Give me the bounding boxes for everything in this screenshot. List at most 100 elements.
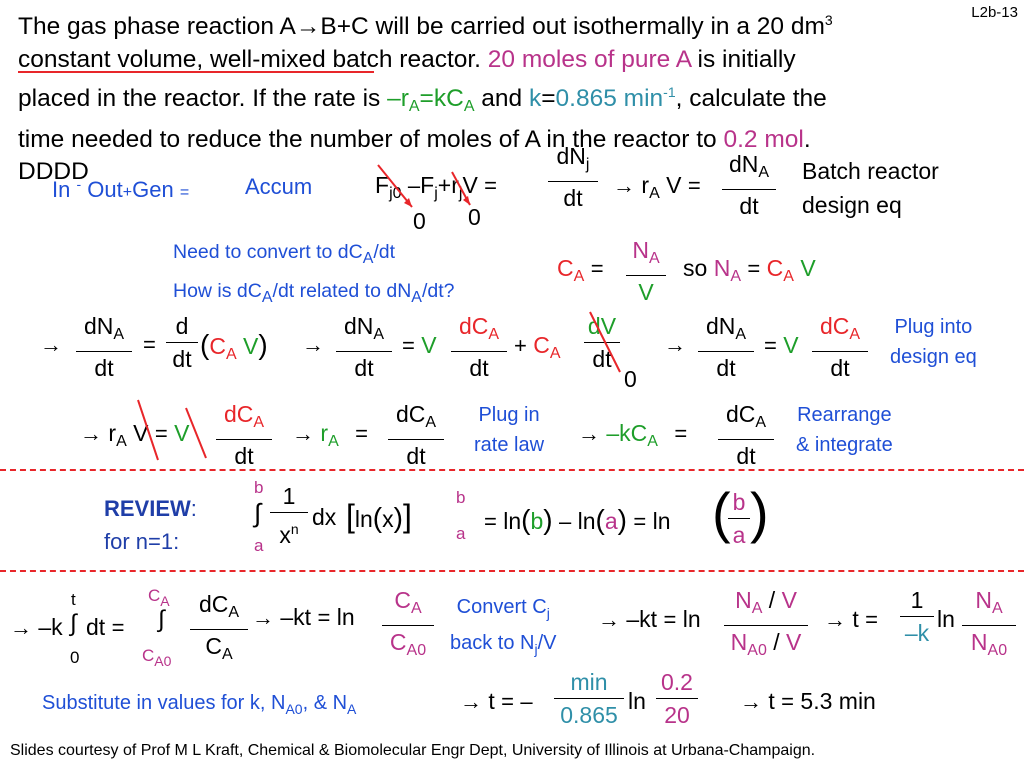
problem-text: batch reactor. — [325, 45, 488, 73]
answer: 5.3 min — [800, 688, 876, 714]
arrow: → — [10, 615, 32, 640]
eval-lower: a — [456, 524, 466, 543]
slide-number: L2b-13 — [971, 4, 1018, 21]
ln: ln — [628, 688, 646, 714]
subscript: A0 — [285, 701, 303, 717]
ln: ln — [937, 606, 955, 632]
num: dC — [819, 313, 850, 339]
rate: r — [641, 172, 650, 198]
equals: = — [747, 256, 761, 281]
note-text: /dt? — [421, 280, 455, 302]
conc-def-lhs: CA = — [557, 255, 604, 286]
subscript: A — [116, 433, 127, 450]
den: dt — [563, 185, 583, 211]
plus: + — [514, 333, 527, 358]
rate: r — [320, 420, 329, 446]
problem-text: placed in the reactor. If the rate is — [18, 85, 388, 112]
gen-term: +r — [437, 172, 459, 198]
num: N — [975, 587, 992, 613]
eval-upper: b — [456, 488, 466, 507]
equals: = — [663, 607, 677, 632]
plug-design-note: Plug into design eq — [890, 312, 977, 372]
arrow: → — [613, 173, 635, 198]
moles: N — [713, 255, 731, 281]
equals: = — [865, 607, 879, 632]
fraction-dCA-dt: dCA dt — [451, 312, 507, 382]
note-line: Rearrange — [797, 404, 892, 426]
subscript: A — [411, 289, 422, 306]
a: a — [604, 508, 618, 534]
problem-text: is initially — [690, 45, 796, 73]
fraction-dCA-CA: dCA CA — [190, 590, 248, 669]
num: 0.2 — [661, 669, 693, 695]
subscript: A — [221, 646, 233, 663]
row6-lhs: → –k — [10, 614, 63, 641]
equals: = — [674, 421, 688, 446]
subscript: A — [373, 326, 385, 343]
integral-sign: ∫ — [158, 606, 165, 633]
int-lower: a — [254, 536, 264, 555]
review-rhs: = ln(b) – ln(a) = ln — [484, 504, 671, 535]
note-text: /V — [537, 632, 557, 654]
balance-out: Out — [87, 177, 123, 202]
problem-text: time needed to reduce the number of mole… — [18, 125, 724, 153]
arrow: → — [40, 332, 62, 357]
ln: ln — [354, 506, 373, 532]
num: dN — [705, 313, 736, 339]
final-answer: → t = 5.3 min — [740, 688, 876, 715]
row6-kt: → –kt = ln — [252, 604, 355, 631]
volume: V — [800, 255, 816, 281]
footer-credit: Slides courtesy of Prof M L Kraft, Chemi… — [10, 742, 816, 759]
fraction-NA-NA0: NA NA0 — [962, 586, 1016, 665]
note-text: Need to convert to dC — [173, 241, 363, 263]
subscript: A — [463, 98, 475, 115]
review-dx: dx — [312, 504, 337, 530]
den: C — [205, 633, 222, 659]
subscript: A — [751, 600, 763, 617]
equals: = — [143, 332, 156, 357]
problem-text: , calculate the — [675, 85, 827, 112]
subscript: A — [849, 326, 861, 343]
equals: = — [633, 509, 647, 534]
highlight-target: 0.2 mol — [723, 125, 804, 153]
num: dC — [223, 401, 254, 427]
num: 1 — [282, 483, 296, 509]
problem-text-underlined: constant volume, well-mixed — [18, 45, 326, 73]
row6-t: → t = — [824, 606, 878, 633]
row4-rate: → –kCA = — [578, 420, 687, 451]
subscript: A — [549, 345, 561, 362]
x: x — [382, 506, 394, 532]
subscript: A — [328, 433, 339, 450]
balance-minus: - — [76, 176, 82, 192]
ln: ln — [336, 604, 355, 630]
int-lower: 0 — [70, 648, 80, 667]
problem-line-4: time needed to reduce the number of mole… — [18, 124, 1018, 157]
volume: V — [786, 629, 802, 655]
note-line: & integrate — [796, 434, 893, 456]
den: dt — [234, 443, 254, 469]
row3-final-rhs: = V — [764, 332, 799, 359]
arrow: → — [740, 689, 762, 714]
num: C — [394, 587, 411, 613]
num: dC — [458, 313, 489, 339]
problem-text: The gas phase reaction A — [18, 13, 296, 40]
equals: = — [781, 689, 795, 714]
den: dt — [592, 346, 612, 372]
rate-law: –kC — [606, 420, 648, 446]
subscript: A — [113, 326, 125, 343]
balance-in: In — [52, 177, 71, 202]
equals: = — [111, 615, 125, 640]
minus: – — [559, 509, 572, 534]
fraction-dNA-dt: dNA dt — [698, 312, 754, 382]
equals: = — [154, 421, 168, 446]
problem-text: . — [803, 125, 811, 153]
conc: C — [209, 333, 226, 359]
volume: V — [421, 332, 437, 358]
subscript: j — [546, 605, 550, 621]
review-sub: for n=1: — [104, 529, 180, 554]
fraction-d-dt: d dt — [166, 312, 198, 373]
num: min — [570, 669, 608, 695]
superscript: 3 — [824, 12, 833, 28]
den: dt — [830, 355, 850, 381]
rate-constant-unit: min — [616, 85, 664, 112]
